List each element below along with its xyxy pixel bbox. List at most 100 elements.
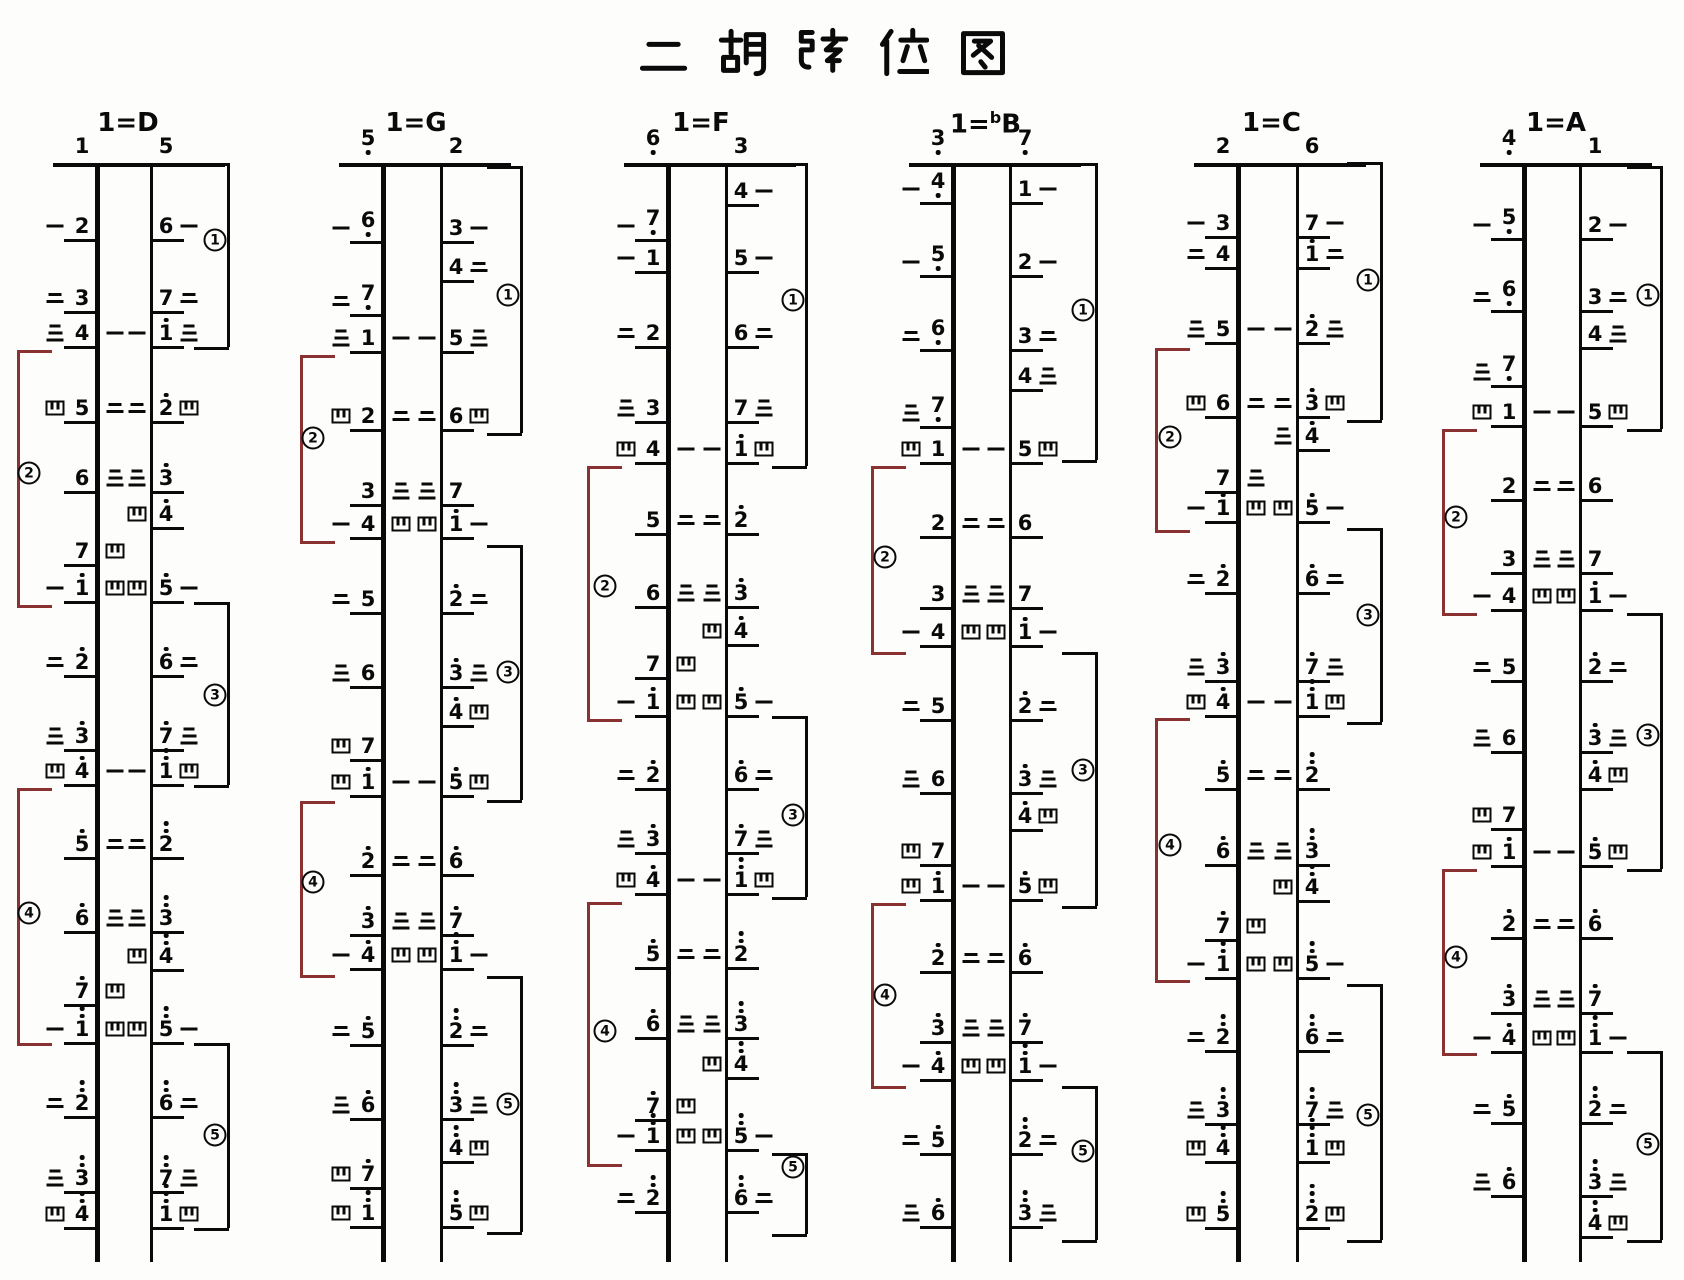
bracket-arm-top: [1442, 429, 1477, 432]
octave-dot-above: [1309, 1087, 1315, 1092]
stopped-note-inner: 2: [75, 1079, 89, 1113]
octave-dot-above: [1506, 1093, 1512, 1099]
jianpu-number: 6: [930, 766, 946, 791]
note-fret-tick-outer: [440, 351, 474, 354]
octave-dot-below: [935, 340, 941, 345]
octave-dot-above: [79, 1155, 85, 1160]
octave-dot-above: [1592, 580, 1598, 586]
jianpu-number: 4: [1304, 423, 1320, 448]
octave-dot-above: [1309, 1198, 1315, 1204]
octave-dot-above: [163, 755, 169, 761]
octave-dot-above: [79, 1087, 85, 1093]
stopped-note-outer: 2: [159, 391, 173, 418]
octave-dot-above: [1220, 1014, 1226, 1019]
marker-bar: [1039, 381, 1057, 385]
note-fret-tick-outer: [150, 527, 184, 530]
nut-line: [339, 163, 511, 167]
octave-dot-above: [1220, 1125, 1226, 1130]
jianpu-number: 5: [1501, 205, 1517, 230]
marker-si-box: [1472, 404, 1492, 420]
far-right-finger-4: [1325, 1206, 1345, 1222]
marker-bar: [1247, 405, 1265, 408]
bracket-arm-top: [1062, 163, 1097, 166]
note-fret-tick-inner: [350, 759, 384, 762]
note-fret-tick-inner: [635, 715, 669, 718]
octave-dot-above: [1309, 651, 1315, 657]
mid-left-finger-1: [962, 446, 980, 453]
octave-dot-above: [1022, 1050, 1028, 1056]
marker-si-box: [179, 763, 199, 779]
position-circle-5: 5: [496, 1092, 520, 1116]
marker-bar: [392, 863, 410, 866]
marker-bar: [183, 727, 195, 731]
position-bracket-left: [1155, 348, 1158, 530]
far-left-finger-3: [1187, 319, 1205, 340]
bracket-arm-top: [1627, 166, 1662, 169]
note-fret-tick-inner: [920, 1153, 954, 1156]
jianpu-number: 1: [1215, 495, 1231, 520]
marker-bar: [1533, 564, 1551, 568]
marker-si-box: [1556, 588, 1576, 604]
marker-bar: [755, 189, 773, 193]
marker-bar: [49, 1169, 61, 1173]
octave-dot-below: [935, 150, 941, 155]
note-fret-tick-inner: [1205, 715, 1239, 718]
jianpu-number: 7: [1215, 913, 1231, 938]
octave-dot-above: [453, 583, 459, 589]
octave-dot-above: [1309, 1117, 1315, 1123]
note-fret-tick-inner: [920, 864, 954, 867]
marker-bar: [1535, 997, 1549, 1001]
octave-dot-above: [1022, 1043, 1028, 1048]
mid-right-finger-4: [1273, 879, 1293, 895]
note-fret-tick-inner: [920, 202, 954, 205]
octave-dot-above: [1022, 1197, 1028, 1203]
marker-bar: [962, 599, 980, 603]
jianpu-number: 5: [74, 395, 90, 420]
page-title: [637, 24, 1009, 80]
marker-bar: [677, 447, 695, 451]
marker-bar: [758, 830, 770, 834]
stopped-note-inner: 5: [931, 695, 946, 716]
jianpu-number: 2: [158, 831, 174, 856]
stopped-note-inner: 6: [75, 901, 89, 928]
jianpu-number: 1: [448, 511, 464, 536]
stopped-note-inner: 6: [1216, 834, 1230, 861]
marker-bar: [677, 598, 695, 602]
octave-dot-above: [738, 1182, 744, 1188]
stopped-note-outer: 4: [449, 256, 464, 277]
marker-bar: [332, 953, 350, 957]
nut-line: [1480, 163, 1652, 167]
marker-si-box: [331, 738, 351, 754]
mid-right-finger-4: [986, 624, 1006, 640]
mid-left-finger-2: [1533, 479, 1551, 493]
octave-dot-below: [650, 230, 656, 235]
marker-bar: [131, 909, 143, 913]
marker-bar: [1247, 483, 1265, 487]
stopped-note-outer: 7: [159, 719, 173, 746]
marker-bar: [1609, 669, 1627, 672]
key-prefix: 1=: [949, 109, 990, 140]
jianpu-number: 2: [645, 1185, 661, 1210]
key-letter: B: [1001, 109, 1022, 140]
mid-left-finger-1: [392, 335, 410, 342]
marker-si-box: [1186, 395, 1206, 411]
jianpu-number: 3: [1587, 725, 1603, 750]
mid-left-finger-1: [677, 446, 695, 453]
note-fret-tick-outer: [440, 1044, 474, 1047]
marker-bar: [962, 960, 980, 963]
mid-left-finger-4: [676, 1128, 696, 1144]
octave-dot-above: [163, 1183, 169, 1189]
jianpu-number: 4: [158, 501, 174, 526]
position-bracket-left: [587, 466, 590, 719]
stopped-note-inner: 7: [361, 1157, 375, 1184]
stopped-note-inner: 3: [75, 1154, 89, 1188]
marker-bar: [182, 1098, 196, 1101]
stopped-note-inner: 6: [931, 1196, 945, 1223]
marker-bar: [757, 1193, 771, 1196]
marker-si-box: [1186, 1140, 1206, 1156]
note-fret-tick-outer: [1579, 1122, 1613, 1125]
octave-dot-below: [365, 150, 371, 155]
stopped-note-outer: 7: [1305, 650, 1319, 677]
far-left-finger-4: [616, 872, 636, 888]
stopped-note-outer: 3: [1587, 721, 1603, 750]
